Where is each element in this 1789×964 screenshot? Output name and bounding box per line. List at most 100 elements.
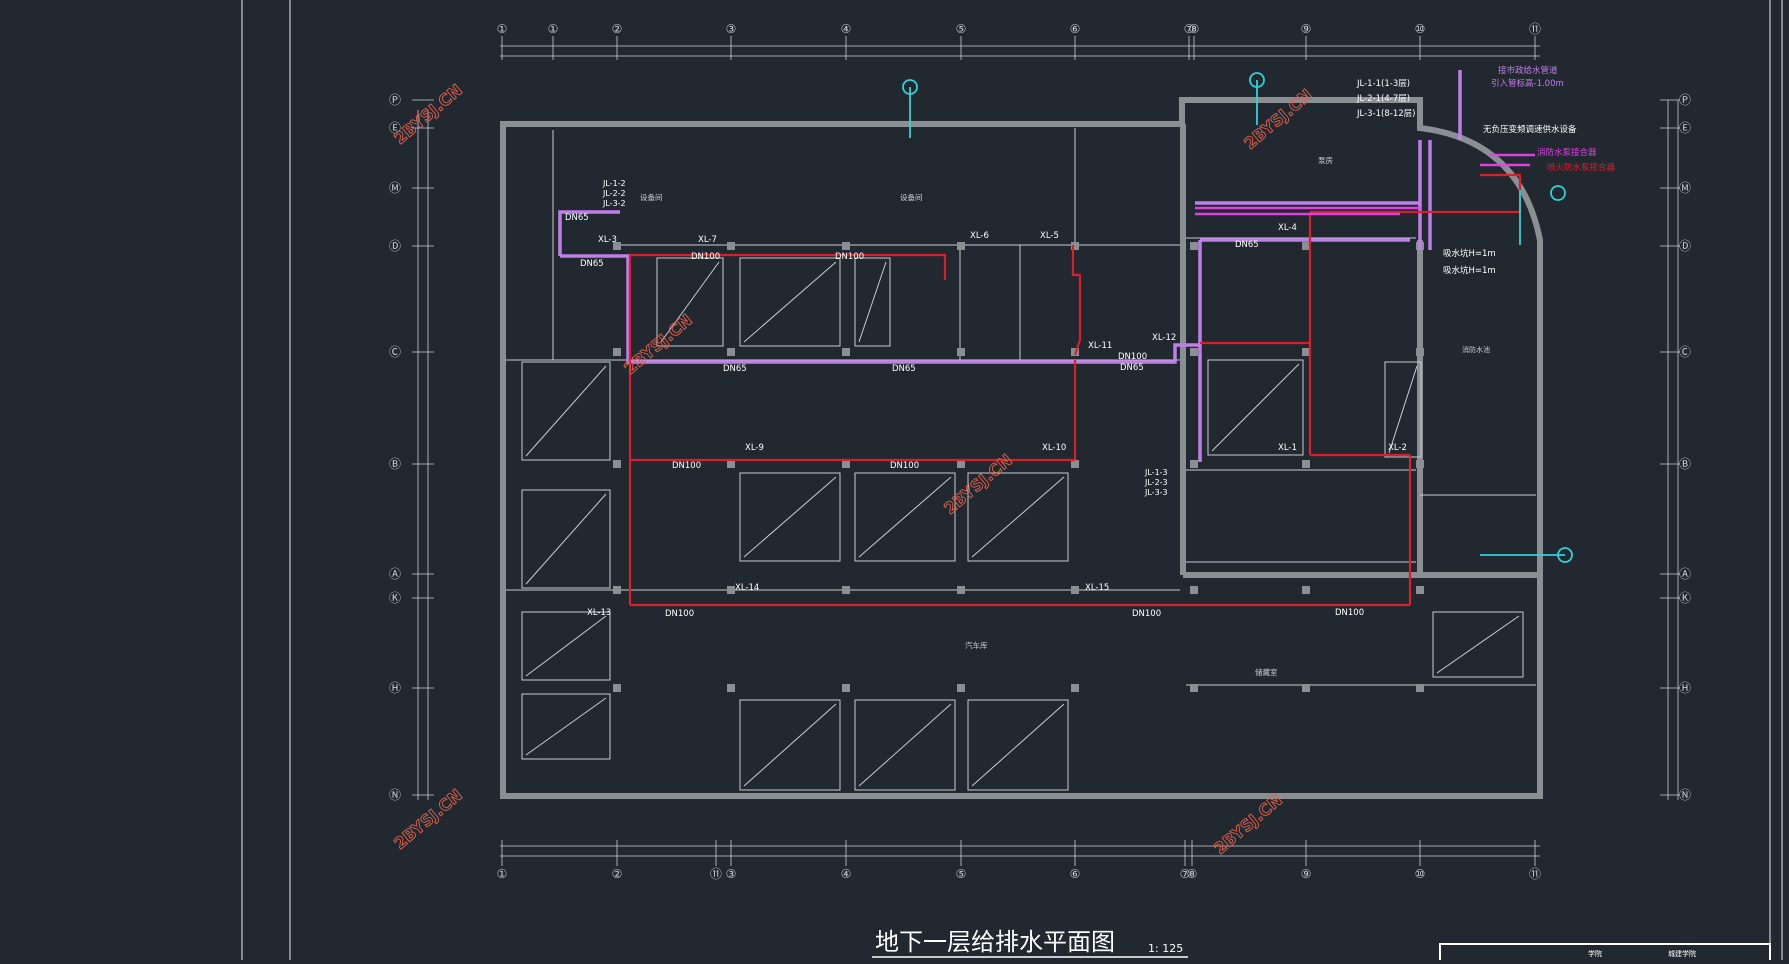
axis-label-bottom: ④ [841, 867, 852, 881]
structural-columns [613, 242, 1424, 692]
axis-label-top: ⑪ [1529, 22, 1541, 36]
label-dn65: DN65 [892, 364, 916, 374]
column [1190, 242, 1198, 250]
axis-label-top: ⑤ [956, 22, 967, 36]
axis-label-right: Ⓑ [1679, 457, 1691, 471]
column [613, 348, 621, 356]
sheet-frame [241, 0, 1783, 960]
axis-label-bottom: ⑦ [1180, 867, 1191, 881]
label-xl15: XL-15 [1085, 583, 1109, 593]
parking-diagonal [743, 261, 837, 343]
label-dn100: DN100 [691, 252, 720, 262]
axis-label-left: Ⓝ [389, 788, 401, 802]
axis-label-right: Ⓔ [1679, 121, 1691, 135]
parking-diagonal [525, 493, 607, 585]
column [842, 684, 850, 692]
parking-stall [656, 257, 724, 347]
label-xl5: XL-5 [1040, 231, 1059, 241]
water-supply-pipe [558, 70, 1462, 462]
label-dn100: DN100 [835, 252, 864, 262]
svg-text:JL-3-1(8-12层): JL-3-1(8-12层) [1356, 109, 1415, 119]
label-dn100: DN100 [1132, 609, 1161, 619]
svg-text:JL-3-2: JL-3-2 [602, 199, 626, 208]
axis-label-left: Ⓓ [389, 239, 401, 253]
axis-label-top: ② [612, 22, 623, 36]
axis-label-left: Ⓜ [389, 181, 401, 195]
axis-label-right: Ⓜ [1679, 181, 1691, 195]
column [1416, 460, 1424, 468]
axis-label-right: Ⓐ [1679, 567, 1691, 581]
label-xl4: XL-4 [1278, 223, 1297, 233]
label-xl6: XL-6 [970, 231, 989, 241]
column [727, 586, 735, 594]
column [842, 242, 850, 250]
axis-label-left: Ⓗ [389, 681, 401, 695]
axis-label-left: Ⓐ [389, 567, 401, 581]
axis-label-right: Ⓓ [1679, 239, 1691, 253]
column [1190, 348, 1198, 356]
axis-label-top: ③ [726, 22, 737, 36]
svg-text:JL-3-3: JL-3-3 [1144, 488, 1168, 497]
label-dn65: DN65 [565, 213, 589, 223]
column [842, 460, 850, 468]
parking-stall [854, 472, 956, 562]
column [1071, 684, 1079, 692]
svg-text:引入管标高-1.00m: 引入管标高-1.00m [1491, 78, 1564, 89]
column [613, 460, 621, 468]
svg-text:JL-1-3: JL-1-3 [1144, 468, 1168, 477]
parking-diagonal [971, 703, 1065, 787]
label-xl3: XL-3 [598, 235, 617, 245]
column [1071, 586, 1079, 594]
parking-stall [967, 699, 1069, 791]
label-dn65: DN65 [580, 259, 604, 269]
label-xl2: XL-2 [1388, 443, 1407, 453]
svg-text:设备间: 设备间 [640, 192, 663, 202]
axis-label-left: Ⓚ [389, 591, 401, 605]
svg-text:JL-2-2: JL-2-2 [602, 189, 626, 198]
axis-label-top: ① [548, 22, 559, 36]
building-walls [500, 97, 1543, 799]
parking-diagonal [743, 476, 837, 558]
drawing-scale: 1: 125 [1148, 942, 1183, 955]
parking-stall [521, 489, 611, 589]
label-dn65: DN65 [1235, 240, 1259, 250]
column [957, 348, 965, 356]
axis-label-top: ① [497, 22, 508, 36]
axis-label-bottom: ⑥ [1070, 867, 1081, 881]
axis-label-bottom: ② [612, 867, 623, 881]
axis-label-right: Ⓝ [1679, 788, 1691, 802]
axis-label-bottom: ① [497, 867, 508, 881]
svg-text:无负压变频调速供水设备: 无负压变频调速供水设备 [1483, 124, 1577, 135]
axis-label-top: ⑩ [1415, 22, 1426, 36]
axis-label-bottom: ⑪ [710, 867, 722, 881]
column [957, 460, 965, 468]
svg-text:吸水坑H=1m: 吸水坑H=1m [1443, 265, 1496, 276]
axis-label-right: Ⓒ [1679, 345, 1691, 359]
axis-label-top: ⑦ [1184, 22, 1195, 36]
parking-stall [1384, 361, 1422, 458]
parking-stall [521, 361, 611, 461]
axis-label-top: ⑧ [1189, 22, 1200, 36]
column [1302, 348, 1310, 356]
axis-label-left: Ⓟ [389, 93, 401, 107]
label-dn100: DN100 [1335, 608, 1364, 618]
column [957, 684, 965, 692]
cyan-pipes [902, 72, 1573, 563]
column [1071, 460, 1079, 468]
spray-pump-connector-label: 喷火防水泵接合器 [1547, 162, 1616, 173]
axis-label-bottom: ⑩ [1415, 867, 1426, 881]
axis-label-left: Ⓔ [389, 121, 401, 135]
label-xl7: XL-7 [698, 235, 717, 245]
column [1302, 586, 1310, 594]
column [1302, 242, 1310, 250]
column [957, 242, 965, 250]
fire-main-pipe [628, 173, 1522, 607]
svg-text:JL-1-1(1-3层): JL-1-1(1-3层) [1356, 79, 1410, 89]
parking-stall [739, 472, 841, 562]
column [613, 684, 621, 692]
svg-text:储藏室: 储藏室 [1255, 667, 1278, 677]
parking-diagonal [525, 365, 607, 457]
column [842, 586, 850, 594]
label-dn100: DN100 [890, 461, 919, 471]
